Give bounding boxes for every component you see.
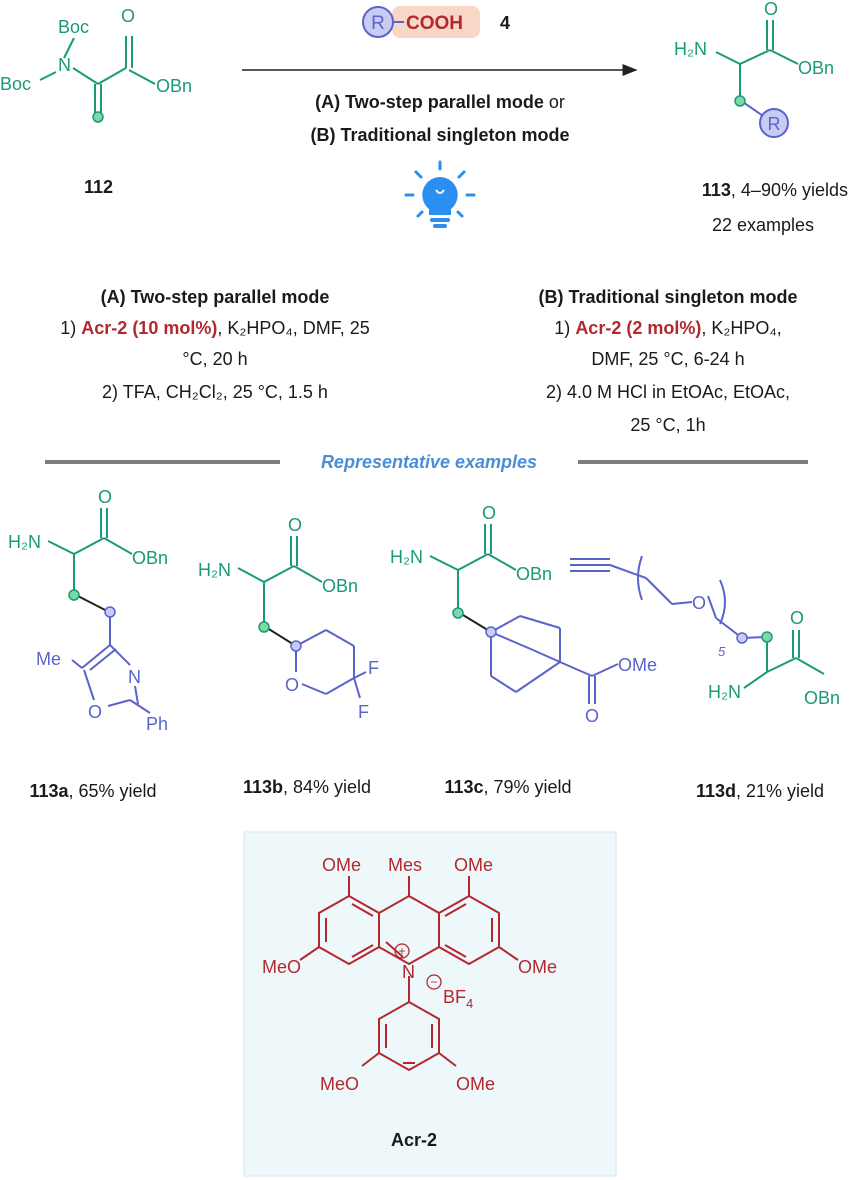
compound-label-112: 112: [84, 177, 113, 197]
cond-b-line-3: 2) 4.0 M HCl in EtOAc, EtOAc,: [546, 382, 790, 402]
conditions-b: (B) Traditional singleton mode 1) Acr-2 …: [538, 287, 797, 435]
oxazole-n-label: N: [128, 667, 141, 687]
light-bulb-icon: [404, 160, 476, 228]
negative-charge-icon: [426, 974, 442, 990]
boc-label-1: Boc: [58, 17, 89, 37]
mesityl-label: Mes: [388, 855, 422, 875]
example-113a-label: 113a, 65% yield: [29, 781, 156, 801]
product-h2n-label: H₂N: [674, 39, 707, 59]
methyl-label: Me: [36, 649, 61, 669]
product-r-label: R: [768, 114, 781, 134]
ome-label-top-right: OMe: [454, 855, 493, 875]
pyran-o-label: O: [285, 675, 299, 695]
boc-label-2: Boc: [0, 74, 31, 94]
arrow-condition-line-2: (B) Traditional singleton mode: [310, 125, 569, 145]
product-113: [715, 20, 799, 119]
example-113a: H₂N O OBn Me N O Ph 113a, 65% yield: [8, 487, 168, 801]
product-o-label: O: [764, 0, 778, 19]
reagent-number: 4: [500, 13, 510, 33]
ome-label-top-left: OMe: [322, 855, 361, 875]
cond-a-title: (A) Two-step parallel mode: [101, 287, 330, 307]
obn-label: OBn: [156, 76, 192, 96]
carbonyl-o-label: O: [121, 6, 135, 26]
h2n-label: H₂N: [198, 560, 231, 580]
h2n-label: H₂N: [8, 532, 41, 552]
ome-label-bottom-right: OMe: [456, 1074, 495, 1094]
negative-charge-sign: −: [430, 975, 437, 989]
cooh-label: COOH: [406, 13, 463, 34]
phenyl-label: Ph: [146, 714, 168, 734]
arrow-condition-line-1: (A) Two-step parallel mode or: [315, 92, 565, 112]
product-r-circle: [759, 108, 789, 138]
example-113c: H₂N O OBn OMe O 113c, 79% yield: [390, 503, 657, 797]
example-113c-label: 113c, 79% yield: [444, 777, 571, 797]
carbonyl-o-label: O: [790, 608, 804, 628]
meo-label-left: MeO: [262, 957, 301, 977]
fluorine-label-1: F: [368, 658, 379, 678]
fluorine-label-2: F: [358, 702, 369, 722]
cond-a-line-2: °C, 20 h: [182, 349, 247, 369]
repeat-subscript: 5: [718, 644, 726, 659]
obn-label: OBn: [132, 548, 168, 568]
cond-b-line-4: 25 °C, 1h: [630, 415, 705, 435]
catalyst-box: [243, 831, 617, 1177]
carbonyl-o-label: O: [482, 503, 496, 523]
ether-o-label: O: [692, 593, 706, 613]
nitrogen-label: N: [58, 55, 71, 75]
meo-label-bottom-left: MeO: [320, 1074, 359, 1094]
carbonyl-o-label: O: [288, 515, 302, 535]
obn-label: OBn: [804, 688, 840, 708]
example-113b-label: 113b, 84% yield: [243, 777, 371, 797]
cond-a-line-3: 2) TFA, CH₂Cl₂, 25 °C, 1.5 h: [102, 382, 328, 402]
positive-charge-sign: +: [398, 944, 405, 958]
radical-acceptor-dot: [92, 111, 104, 123]
substrate-112: [39, 36, 156, 116]
reagent-4: R COOH 4: [362, 6, 510, 38]
example-113d-label: 113d, 21% yield: [696, 781, 824, 801]
cond-a-line-1: 1) Acr-2 (10 mol%), K₂HPO₄, DMF, 25: [60, 318, 369, 338]
cond-b-line-1: 1) Acr-2 (2 mol%), K₂HPO₄,: [554, 318, 781, 338]
product-obn-label: OBn: [798, 58, 834, 78]
ome-label-right: OMe: [518, 957, 557, 977]
example-113d: O 5 H₂N O OBn 113d, 21% yield: [570, 555, 840, 801]
example-113b: H₂N O OBn O F F 113b, 84% yield: [198, 515, 379, 797]
ester-o-label: O: [585, 706, 599, 726]
oxazole-o-label: O: [88, 702, 102, 722]
bf4-label: BF4: [443, 987, 473, 1011]
conditions-a: (A) Two-step parallel mode 1) Acr-2 (10 …: [60, 287, 369, 402]
r-group-label: R: [371, 13, 385, 34]
product-yield-label: 113, 4–90% yields: [702, 180, 848, 200]
methoxy-label: OMe: [618, 655, 657, 675]
section-title: Representative examples: [321, 452, 537, 472]
h2n-label: H₂N: [708, 682, 741, 702]
catalyst-acr-2: OMe Mes OMe MeO OMe N + − BF4 MeO OMe Ac…: [243, 831, 617, 1177]
carbonyl-o-label: O: [98, 487, 112, 507]
positive-charge-icon: [394, 943, 410, 959]
product-examples-count: 22 examples: [712, 215, 814, 235]
catalyst-name: Acr-2: [391, 1130, 437, 1150]
obn-label: OBn: [322, 576, 358, 596]
h2n-label: H₂N: [390, 547, 423, 567]
cond-b-title: (B) Traditional singleton mode: [538, 287, 797, 307]
cond-b-line-2: DMF, 25 °C, 6-24 h: [591, 349, 744, 369]
acridinium-n-label: N: [402, 962, 415, 982]
obn-label: OBn: [516, 564, 552, 584]
